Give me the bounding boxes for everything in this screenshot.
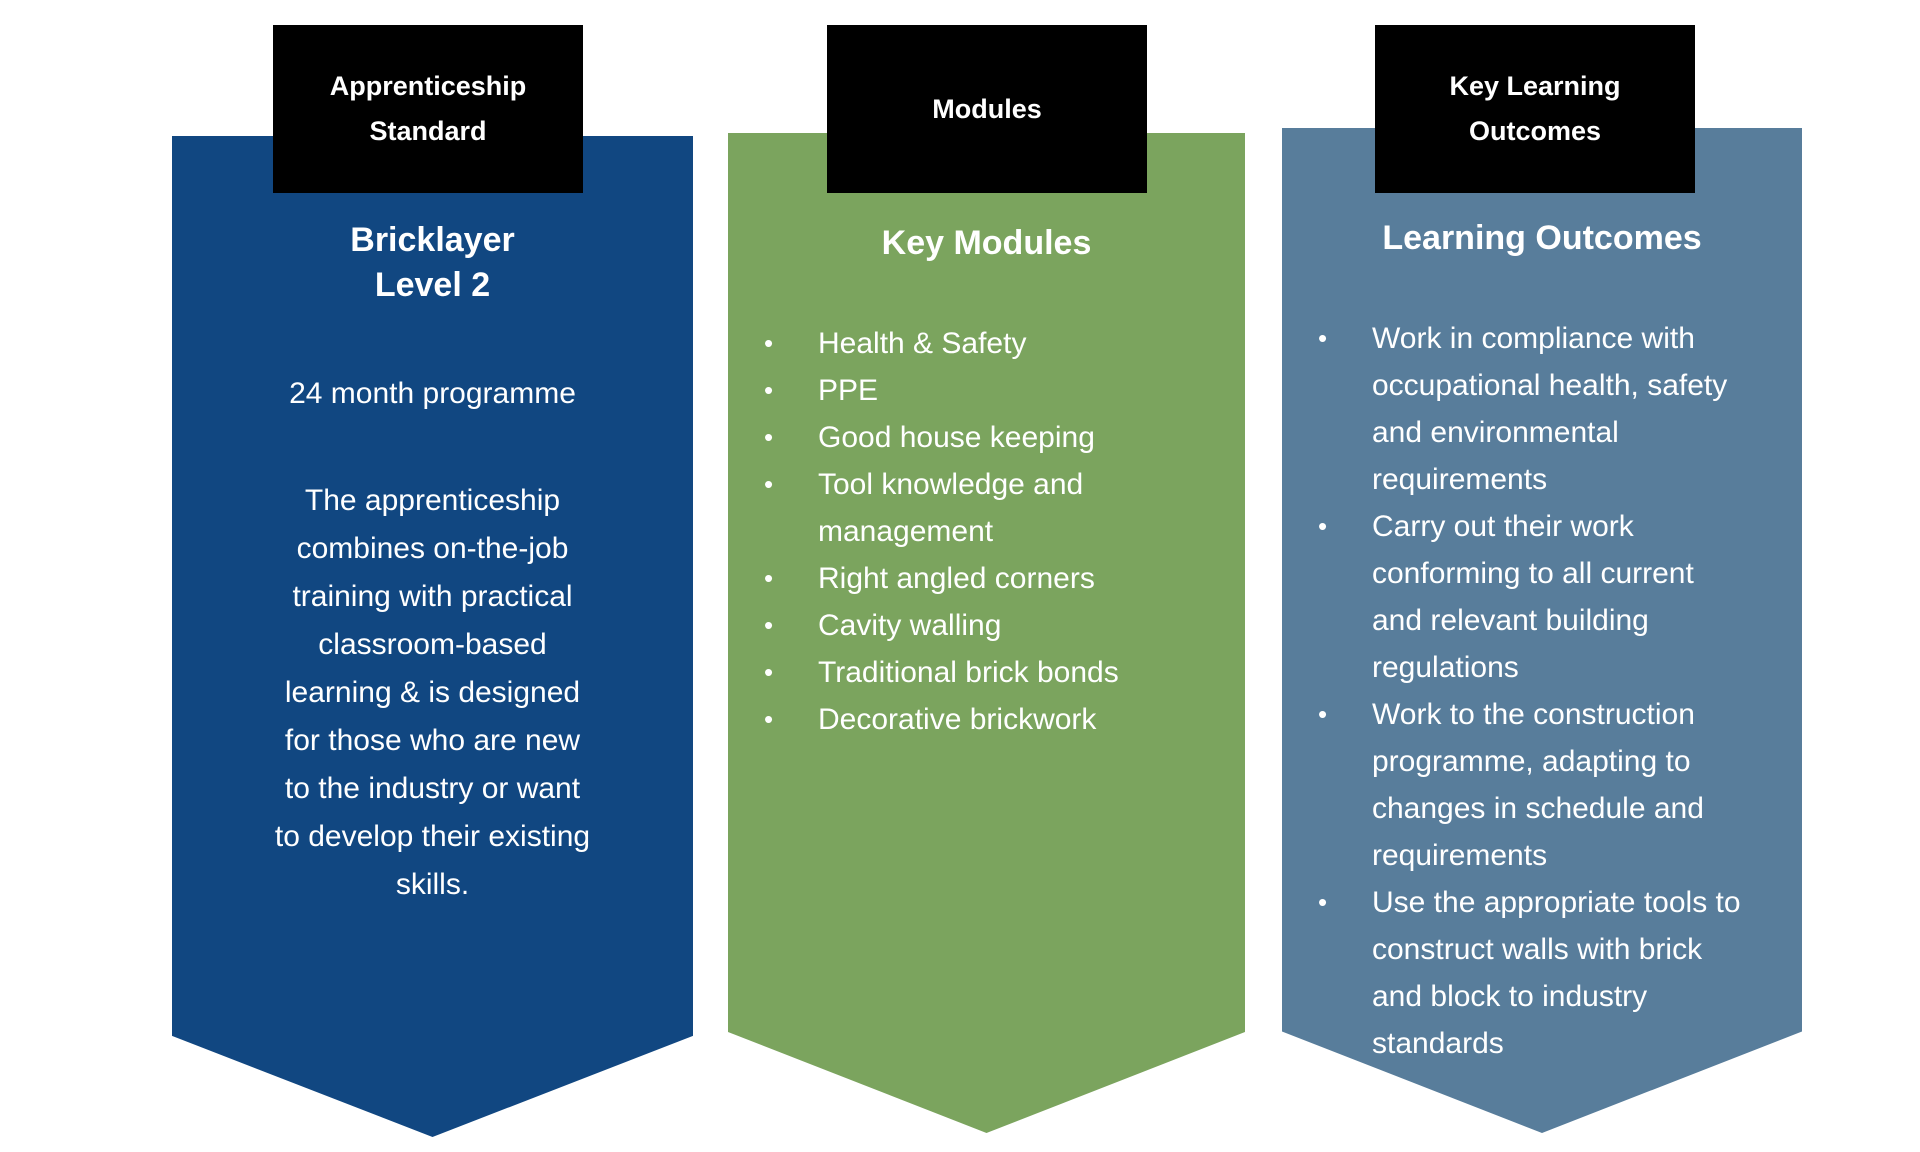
module-list-item: Right angled corners (764, 555, 1148, 602)
programme-description-line: training with practical (292, 580, 573, 613)
column-title-key-modules: Key Modules (881, 224, 1092, 262)
learning-outcome-list-item: Carry out their work conforming to all c… (1318, 503, 1747, 691)
module-list-item: PPE (764, 367, 1148, 414)
learning-outcomes-list: Work in compliance with occupational hea… (1282, 315, 1802, 1067)
module-list-item: Traditional brick bonds (764, 649, 1148, 696)
module-list-item: Decorative brickwork (764, 696, 1148, 743)
column-title-line: Level 2 (374, 266, 491, 304)
learning-outcome-list-item: Use the appropriate tools to construct w… (1318, 879, 1747, 1067)
header-tab-label: Apprenticeship (329, 71, 527, 101)
header-tab-label: Standard (369, 116, 487, 146)
programme-description-line: to the industry or want (284, 772, 581, 805)
learning-outcome-list-item: Work to the construction programme, adap… (1318, 691, 1747, 879)
header-tab-modules: Modules (827, 25, 1147, 193)
module-list-item: Cavity walling (764, 602, 1148, 649)
pennant-modules: Key Modules Health & SafetyPPEGood house… (728, 133, 1245, 1133)
module-list-item: Good house keeping (764, 414, 1148, 461)
header-tab-label: Modules (932, 93, 1042, 124)
column-title-learning-outcomes: Learning Outcomes (1382, 219, 1702, 257)
programme-description: The apprenticeship combines on-the-job tra… (172, 477, 693, 909)
learning-outcome-list-item: Work in compliance with occupational hea… (1318, 315, 1747, 503)
programme-description-line: skills. (395, 868, 470, 901)
header-tab-label: Key Learning (1449, 71, 1621, 101)
programme-duration: 24 month programme (289, 377, 576, 410)
header-tab-label: Outcomes (1468, 116, 1602, 146)
module-list-item: Health & Safety (764, 320, 1148, 367)
programme-description-line: combines on-the-job (296, 532, 569, 565)
programme-description-line: The apprenticeship (304, 484, 561, 517)
modules-list: Health & SafetyPPEGood house keepingTool… (728, 320, 1245, 743)
column-title-line: Bricklayer (350, 221, 515, 259)
programme-description-line: for those who are new (284, 724, 581, 757)
programme-description-line: classroom-based (318, 628, 547, 661)
pennant-learning-outcomes: Learning Outcomes Work in compliance wit… (1282, 128, 1802, 1133)
programme-description-line: learning & is designed (284, 676, 581, 709)
module-list-item: Tool knowledge and management (764, 461, 1148, 555)
programme-description-line: to develop their existing (274, 820, 591, 853)
